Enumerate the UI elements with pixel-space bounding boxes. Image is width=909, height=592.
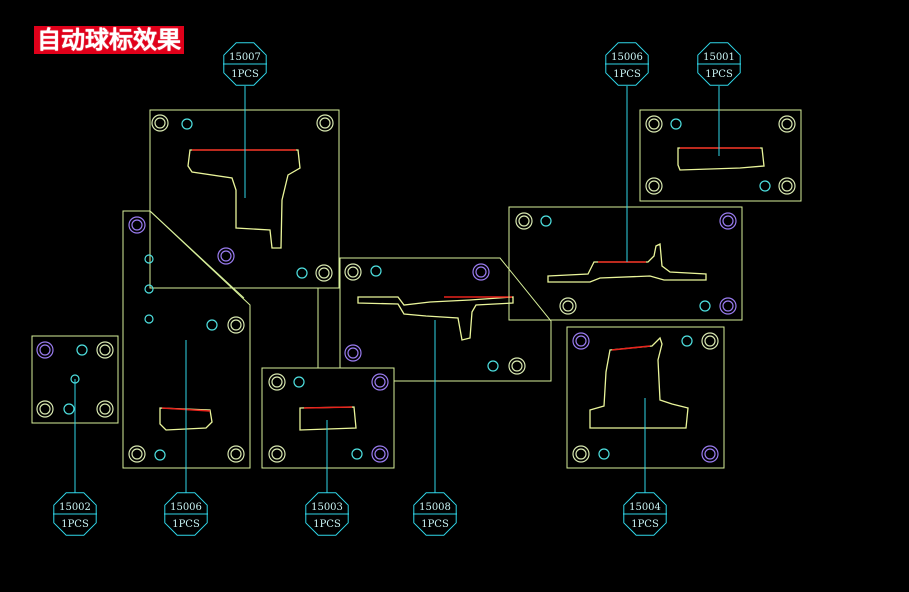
balloon-quantity: 1PCS bbox=[421, 519, 449, 530]
balloon-15001[interactable]: 15001 1PCS bbox=[697, 42, 741, 86]
balloon-quantity: 1PCS bbox=[61, 519, 89, 530]
balloon-15007[interactable]: 15007 1PCS bbox=[223, 42, 267, 86]
balloon-15006-bottom[interactable]: 15006 1PCS bbox=[164, 492, 208, 536]
balloon-part-number: 15002 bbox=[59, 502, 91, 513]
balloon-quantity: 1PCS bbox=[313, 519, 341, 530]
balloon-quantity: 1PCS bbox=[705, 69, 733, 80]
plate-15006-left[interactable] bbox=[122, 210, 251, 469]
balloon-part-number: 15001 bbox=[703, 52, 735, 63]
balloon-quantity: 1PCS bbox=[231, 69, 259, 80]
balloon-quantity: 1PCS bbox=[172, 519, 200, 530]
balloon-15002[interactable]: 15002 1PCS bbox=[53, 492, 97, 536]
plate-15006-right[interactable] bbox=[508, 206, 743, 321]
balloon-part-number: 15007 bbox=[229, 52, 261, 63]
plate-15007[interactable] bbox=[149, 109, 340, 289]
balloon-part-number: 15003 bbox=[311, 502, 343, 513]
plate-15003[interactable] bbox=[261, 367, 395, 469]
balloon-15004[interactable]: 15004 1PCS bbox=[623, 492, 667, 536]
balloon-part-number: 15008 bbox=[419, 502, 451, 513]
balloon-15006-top[interactable]: 15006 1PCS bbox=[605, 42, 649, 86]
balloon-quantity: 1PCS bbox=[631, 519, 659, 530]
balloon-quantity: 1PCS bbox=[613, 69, 641, 80]
balloon-15008[interactable]: 15008 1PCS bbox=[413, 492, 457, 536]
balloon-part-number: 15004 bbox=[629, 502, 661, 513]
page-title: 自动球标效果 bbox=[34, 26, 184, 54]
balloon-part-number: 15006 bbox=[170, 502, 202, 513]
balloon-part-number: 15006 bbox=[611, 52, 643, 63]
plate-15001[interactable] bbox=[639, 109, 802, 202]
leader-lines bbox=[74, 86, 720, 493]
plate-15008[interactable] bbox=[317, 257, 552, 382]
balloon-15003[interactable]: 15003 1PCS bbox=[305, 492, 349, 536]
